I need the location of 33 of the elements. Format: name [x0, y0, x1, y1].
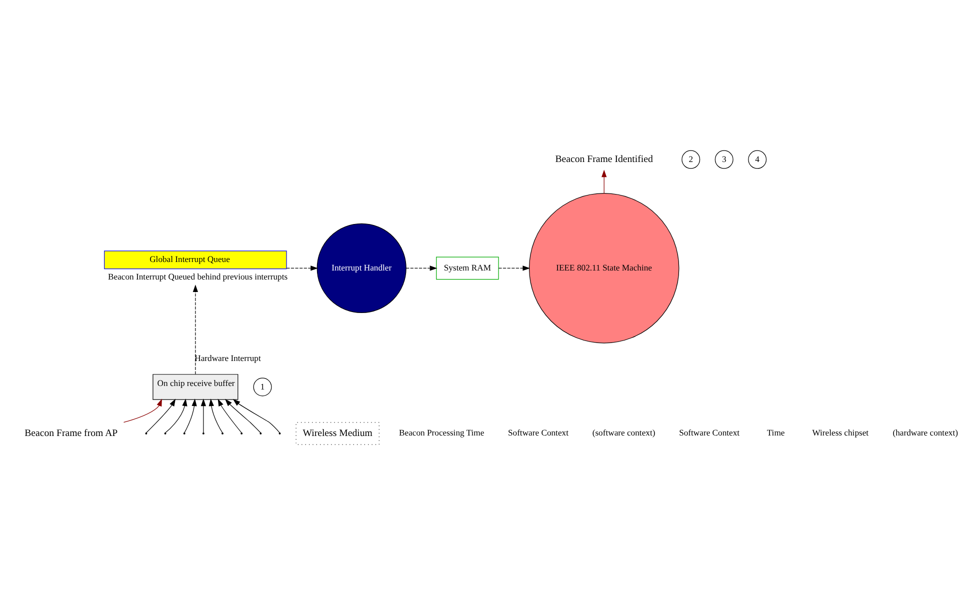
- label: Software Context: [507, 427, 568, 438]
- node-circle: 3: [714, 150, 733, 168]
- node-box: Wireless Medium: [295, 422, 379, 444]
- arrow: [601, 169, 606, 194]
- arrow: [286, 265, 318, 270]
- arrow: [145, 398, 176, 433]
- node-circle: IEEE 802.11 State Machine: [528, 192, 679, 343]
- node-box: System RAM: [436, 256, 498, 280]
- arrow: [164, 398, 187, 432]
- node-text: Beacon Frame from AP: [24, 427, 118, 438]
- node-label: Beacon Interrupt Queued behind previous interrupts: [108, 270, 288, 281]
- label: Beacon Processing Time: [398, 427, 484, 438]
- node-circle: 2: [681, 150, 700, 168]
- node-circle: 1: [252, 377, 272, 396]
- arrow: [217, 398, 242, 433]
- node-circle: Interrupt Handler: [316, 222, 406, 312]
- arrow: [208, 398, 222, 433]
- arrow: [232, 398, 280, 433]
- arrow: [200, 398, 206, 433]
- arrow: [498, 265, 530, 270]
- arrow: [192, 284, 198, 374]
- arrow: [122, 398, 162, 422]
- node-text: Beacon Frame Identified: [554, 153, 652, 164]
- edge-label: Hardware Interrupt: [194, 352, 260, 362]
- arrow: [184, 398, 196, 433]
- label: Time: [766, 427, 784, 438]
- label: (software context): [592, 427, 655, 438]
- label: (hardware context): [892, 427, 958, 438]
- label: Wireless chipset: [812, 427, 868, 438]
- label: Software Context: [678, 427, 740, 438]
- arrow: [224, 398, 260, 433]
- node-circle: 4: [748, 150, 766, 168]
- arrow: [405, 265, 437, 270]
